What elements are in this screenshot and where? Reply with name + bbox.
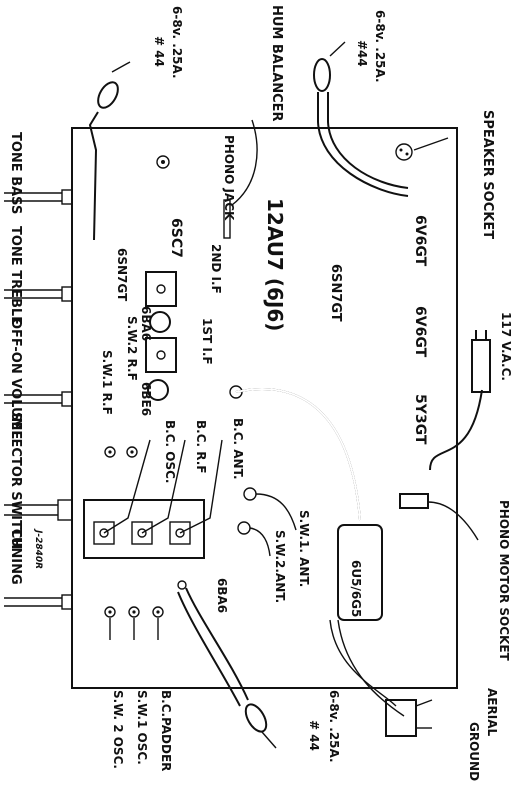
label-sw2-osc: S.W. 2 OSC. [111,690,125,769]
tube-socket-6ba6-1 [149,311,171,333]
label-tone-treble: TONE TREBLE [8,226,23,325]
label-phono-motor-socket: PHONO MOTOR SOCKET [497,500,511,662]
label-lamp-top-right-no: #44 [355,40,369,67]
first-if-transformer [145,337,177,373]
phono-motor-socket [399,493,479,541]
tone-bass-shaft [4,189,73,205]
label-aerial: AERIAL [485,688,499,736]
coil-block [83,439,223,559]
pilot-lamp-top-right [313,41,409,197]
label-sw2-rf: S.W.2 R.F [125,316,139,381]
label-drawing-no: J-2840R [33,528,43,569]
label-lamp-bottom-no: # 44 [307,720,321,751]
label-lamp-top-left-spec: 6-8v. .25A. [170,6,184,79]
trimmer-sw1-osc [128,606,140,640]
hum-balancer [223,119,258,239]
tube-12au7: 12AU7 (6J6) [263,198,287,331]
tuning-shaft [4,594,73,610]
label-lamp-bottom-spec: 6-8v. .25A. [327,690,341,763]
tube-6v6gt-1: 6V6GT [412,215,428,267]
label-tone-bass: TONE BASS [8,132,23,214]
volume-shaft [4,391,73,407]
power-cord [429,330,491,471]
trimmer-sw2-rf [126,446,138,458]
pilot-lamp-top-left [88,61,131,241]
label-off-on-volume: OFF-ON VOLUME [8,318,23,439]
label-speaker-socket: SPEAKER SOCKET [480,110,495,239]
label-hum-balancer: HUM BALANCER [269,5,284,122]
tube-6ba6-2: 6BA6 [215,578,229,613]
label-bc-rf: B.C. R.F [194,420,208,473]
selector-shaft [4,499,73,521]
control-shafts [4,189,73,610]
tube-6sn7gt-center: 6SN7GT [328,264,343,322]
antenna-ground-strip [329,619,433,737]
label-sw2-ant: S.W.2.ANT. [273,530,287,603]
tube-socket-6be6 [147,379,169,401]
pilot-lamp-bottom [177,580,277,749]
tube-5y3gt: 5Y3GT [412,394,428,445]
tube-6sn7gt-left: 6SN7GT [115,248,129,302]
tube-6sc7: 6SC7 [168,218,184,258]
label-bc-osc: B.C. OSC. [163,420,177,483]
trimmer-sw1-rf [104,446,116,458]
label-sw1-ant: S.W.1. ANT. [297,510,311,587]
tone-treble-shaft [4,286,73,302]
tube-6u5: 6U5/6G5 [349,560,363,617]
speaker-socket [395,137,449,161]
label-sw1-osc: S.W.1 OSC. [135,690,149,765]
tube-6be6: 6BE6 [139,382,153,416]
label-second-if: 2ND I.F [209,244,223,294]
chassis-outline [71,127,458,689]
label-bc-ant: B.C. ANT. [231,418,245,480]
trimmer-sw2-osc [104,606,116,640]
label-first-if: 1ST I.F [200,318,214,365]
label-117vac: 117 V.A.C. [499,312,511,381]
trimmer-bc-ant [229,385,243,399]
phono-jack [156,155,170,169]
label-bc-padder: B.C.PADDER [159,690,173,771]
trimmer-sw1-ant [243,487,297,531]
trimmer-sw2-ant [237,521,271,557]
magic-eye-tube [235,388,383,621]
tube-6v6gt-2: 6V6GT [412,306,428,358]
label-selector-switch: SELECTOR SWITCH [8,412,23,549]
tube-6ba6-1: 6BA6 [139,306,153,341]
label-tuning: TUNING [8,528,23,585]
label-ground: GROUND [467,722,481,781]
second-if-transformer [145,271,177,307]
label-sw1-rf: S.W.1 R.F [100,350,114,415]
label-lamp-top-left-no: # 44 [152,36,166,67]
trimmer-bc-padder [152,606,164,640]
label-phono-jack: PHONO JACK [222,135,236,221]
label-lamp-top-right-spec: 6-8v. .25A. [373,10,387,83]
